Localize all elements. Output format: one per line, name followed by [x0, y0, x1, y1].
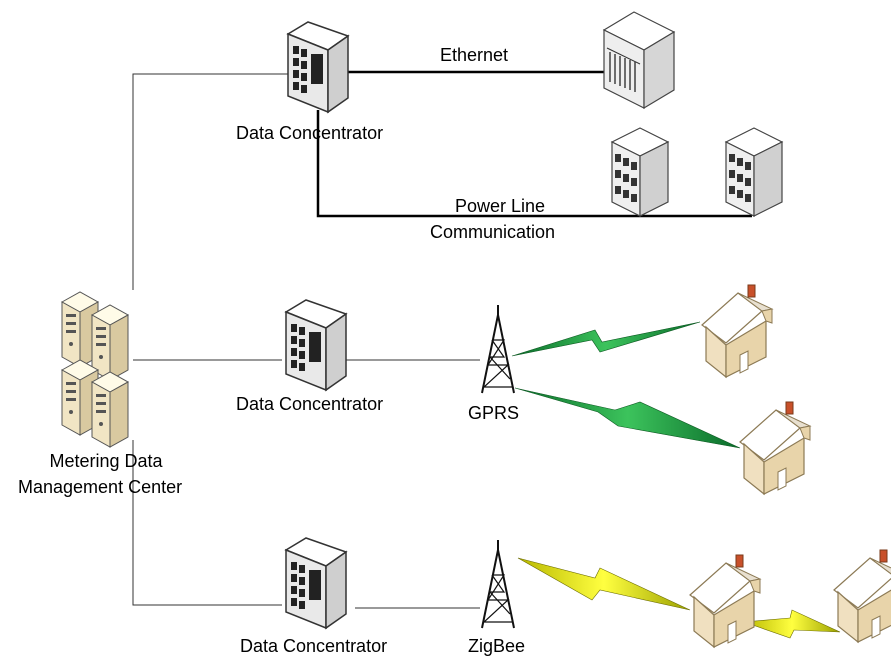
data-concentrator-mid-label: Data Concentrator [236, 394, 384, 414]
ethernet-building-icon [603, 11, 675, 109]
data-concentrator-top-icon [287, 21, 349, 113]
metering-data-label: Metering Data [49, 451, 163, 471]
data-concentrator-bottom-icon [285, 537, 347, 629]
power-line [316, 110, 752, 218]
gprs-label: GPRS [468, 403, 520, 423]
gprs-house-1-icon [701, 284, 773, 378]
power-line-label: Power Line [454, 196, 546, 216]
zigbee-wireless-link-2 [743, 609, 841, 639]
zigbee-wireless-link-1 [517, 557, 691, 611]
connection-lines [132, 70, 752, 609]
trunk-line-top [132, 73, 290, 290]
gprs-house-2-icon [739, 401, 811, 495]
gprs-wireless-link-1 [511, 321, 701, 357]
plc-building-2-icon [725, 127, 783, 217]
trunk-line-bottom [132, 440, 282, 606]
data-concentrator-bottom-label: Data Concentrator [240, 636, 388, 656]
wireless-links [511, 321, 841, 639]
metering-data-management-center-icon [61, 291, 129, 448]
data-concentrator-top-label: Data Concentrator [236, 123, 384, 143]
power-line-communication-label: Communication [430, 222, 556, 242]
zigbee-label: ZigBee [468, 636, 526, 656]
data-concentrator-mid-icon [285, 299, 347, 391]
zigbee-house-1-icon [689, 554, 761, 648]
plc-building-1-icon [611, 127, 669, 217]
management-center-label: Management Center [18, 477, 183, 497]
zigbee-house-2-icon [833, 549, 891, 643]
gprs-tower-icon [481, 304, 515, 394]
gprs-wireless-link-2 [514, 387, 741, 449]
ethernet-label: Ethernet [440, 45, 509, 65]
zigbee-tower-icon [481, 539, 515, 629]
